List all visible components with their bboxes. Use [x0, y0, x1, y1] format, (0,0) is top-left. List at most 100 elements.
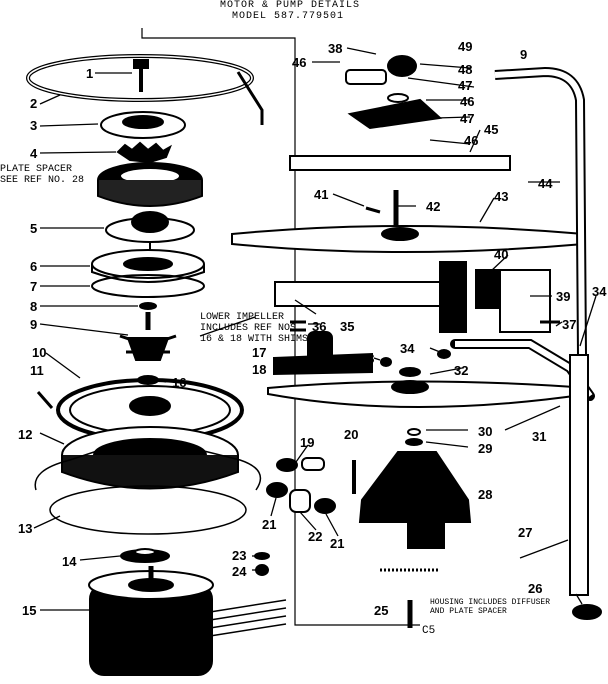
part-1-bolt	[133, 59, 149, 92]
callout-31: 31	[532, 429, 547, 444]
callout-8: 8	[30, 299, 38, 314]
part-43-spray-arm	[231, 225, 585, 253]
callout-9-pipe: 9	[520, 47, 528, 62]
part-5-cover	[105, 211, 195, 250]
note-line: 16 & 18 WITH SHIMS	[200, 334, 309, 345]
callout-30: 30	[478, 424, 493, 439]
callout-47-lower: 47	[460, 111, 475, 126]
part-8-washer	[139, 302, 157, 310]
part-33-nut	[380, 357, 392, 367]
leader-lines	[33, 47, 597, 611]
diagram-code: C5	[422, 625, 436, 637]
part-34-nut	[437, 349, 451, 359]
part-35-screws	[290, 320, 306, 332]
callout-16: 16	[172, 375, 187, 390]
callout-43: 43	[494, 189, 509, 204]
note-line: INCLUDES REF NOS.	[200, 323, 303, 334]
callout-41: 41	[314, 187, 329, 202]
callout-15: 15	[22, 603, 37, 618]
callout-46-mid: 46	[460, 94, 475, 109]
callout-17: 17	[252, 345, 267, 360]
callout-35: 35	[340, 319, 355, 334]
part-31-lower-spray-arm	[267, 380, 589, 408]
callout-7: 7	[30, 279, 38, 294]
part-45-manifold	[289, 155, 511, 171]
callout-40: 40	[494, 247, 509, 262]
callout-45: 45	[484, 122, 499, 137]
part-9-lower-impeller	[119, 312, 177, 361]
callout-34-elbow: 34	[592, 284, 607, 299]
part-13-base-plate	[34, 449, 262, 535]
callout-37: 37	[562, 317, 577, 332]
callout-14: 14	[62, 554, 77, 569]
part-7-ring	[91, 274, 205, 298]
part-14-seal-plate	[120, 548, 170, 563]
callout-2: 2	[30, 96, 38, 111]
note-line: AND PLATE SPACER	[430, 607, 507, 616]
callout-36: 36	[312, 319, 327, 334]
callout-25: 25	[374, 603, 389, 618]
callout-9: 9	[30, 317, 38, 332]
callout-48: 48	[458, 62, 473, 77]
part-30-washer	[407, 428, 421, 436]
callout-21-left: 21	[262, 517, 277, 532]
callout-24: 24	[232, 564, 247, 579]
note-line: HOUSING INCLUDES DIFFUSER	[430, 598, 551, 607]
parts-17-18-upper-impeller	[273, 331, 373, 376]
callout-4: 4	[30, 146, 38, 161]
part-32-nut	[399, 367, 421, 377]
callout-46-low: 46	[464, 133, 479, 148]
callout-22: 22	[308, 529, 323, 544]
note-plate-spacer: PLATE SPACER SEE REF NO. 28	[0, 164, 84, 186]
part-11-screw	[36, 391, 54, 409]
callout-3: 3	[30, 118, 38, 133]
callout-29: 29	[478, 441, 493, 456]
callout-1: 1	[86, 66, 94, 81]
callout-28: 28	[478, 487, 493, 502]
part-3-cap	[100, 111, 186, 139]
part-2-hose-ring	[26, 54, 264, 125]
part-4-gasket	[116, 141, 172, 164]
callout-19: 19	[300, 435, 315, 450]
callout-13: 13	[18, 521, 33, 536]
header-title: MOTOR & PUMP DETAILS	[220, 0, 361, 11]
callout-47-upper: 47	[458, 78, 473, 93]
callout-21-right: 21	[330, 536, 345, 551]
callout-46-left: 46	[292, 55, 307, 70]
callout-27: 27	[518, 525, 533, 540]
part-12-pump-body	[61, 426, 239, 490]
callout-11: 11	[30, 363, 44, 378]
note-lower-impeller: LOWER IMPELLER INCLUDES REF NOS. 16 & 18…	[200, 312, 308, 345]
parts-19-21-22-clamps-hose	[266, 457, 336, 514]
callout-12: 12	[18, 427, 33, 442]
callout-10: 10	[32, 345, 47, 360]
part-28-housing	[358, 451, 472, 572]
callout-20: 20	[344, 427, 359, 442]
parts-46-49-top-assembly	[345, 55, 443, 130]
callout-32: 32	[454, 363, 469, 378]
part-15-motor	[88, 566, 287, 676]
callout-42: 42	[426, 199, 441, 214]
callout-5: 5	[30, 221, 38, 236]
callout-18: 18	[252, 362, 267, 377]
callout-6: 6	[30, 259, 38, 274]
part-44-supply-pipe	[494, 66, 587, 356]
part-27-tube	[569, 354, 589, 596]
note-line: PLATE SPACER	[0, 164, 73, 175]
plate-spacer-part	[97, 162, 203, 207]
part-6-ring	[91, 249, 205, 283]
callout-38: 38	[328, 41, 343, 56]
part-41-screw	[365, 206, 381, 214]
callout-33: 33	[360, 351, 375, 366]
callout-34-nut: 34	[400, 341, 415, 356]
part-26-cap	[572, 604, 602, 620]
note-housing: HOUSING INCLUDES DIFFUSER AND PLATE SPAC…	[430, 598, 550, 616]
note-line: SEE REF NO. 28	[0, 175, 85, 186]
callout-39: 39	[556, 289, 571, 304]
part-29-washer	[405, 438, 423, 446]
callout-44: 44	[538, 176, 553, 191]
header-model: MODEL 587.779501	[232, 11, 345, 22]
parts-36-39-40-tube-bracket	[274, 261, 551, 333]
callout-26: 26	[528, 581, 543, 596]
